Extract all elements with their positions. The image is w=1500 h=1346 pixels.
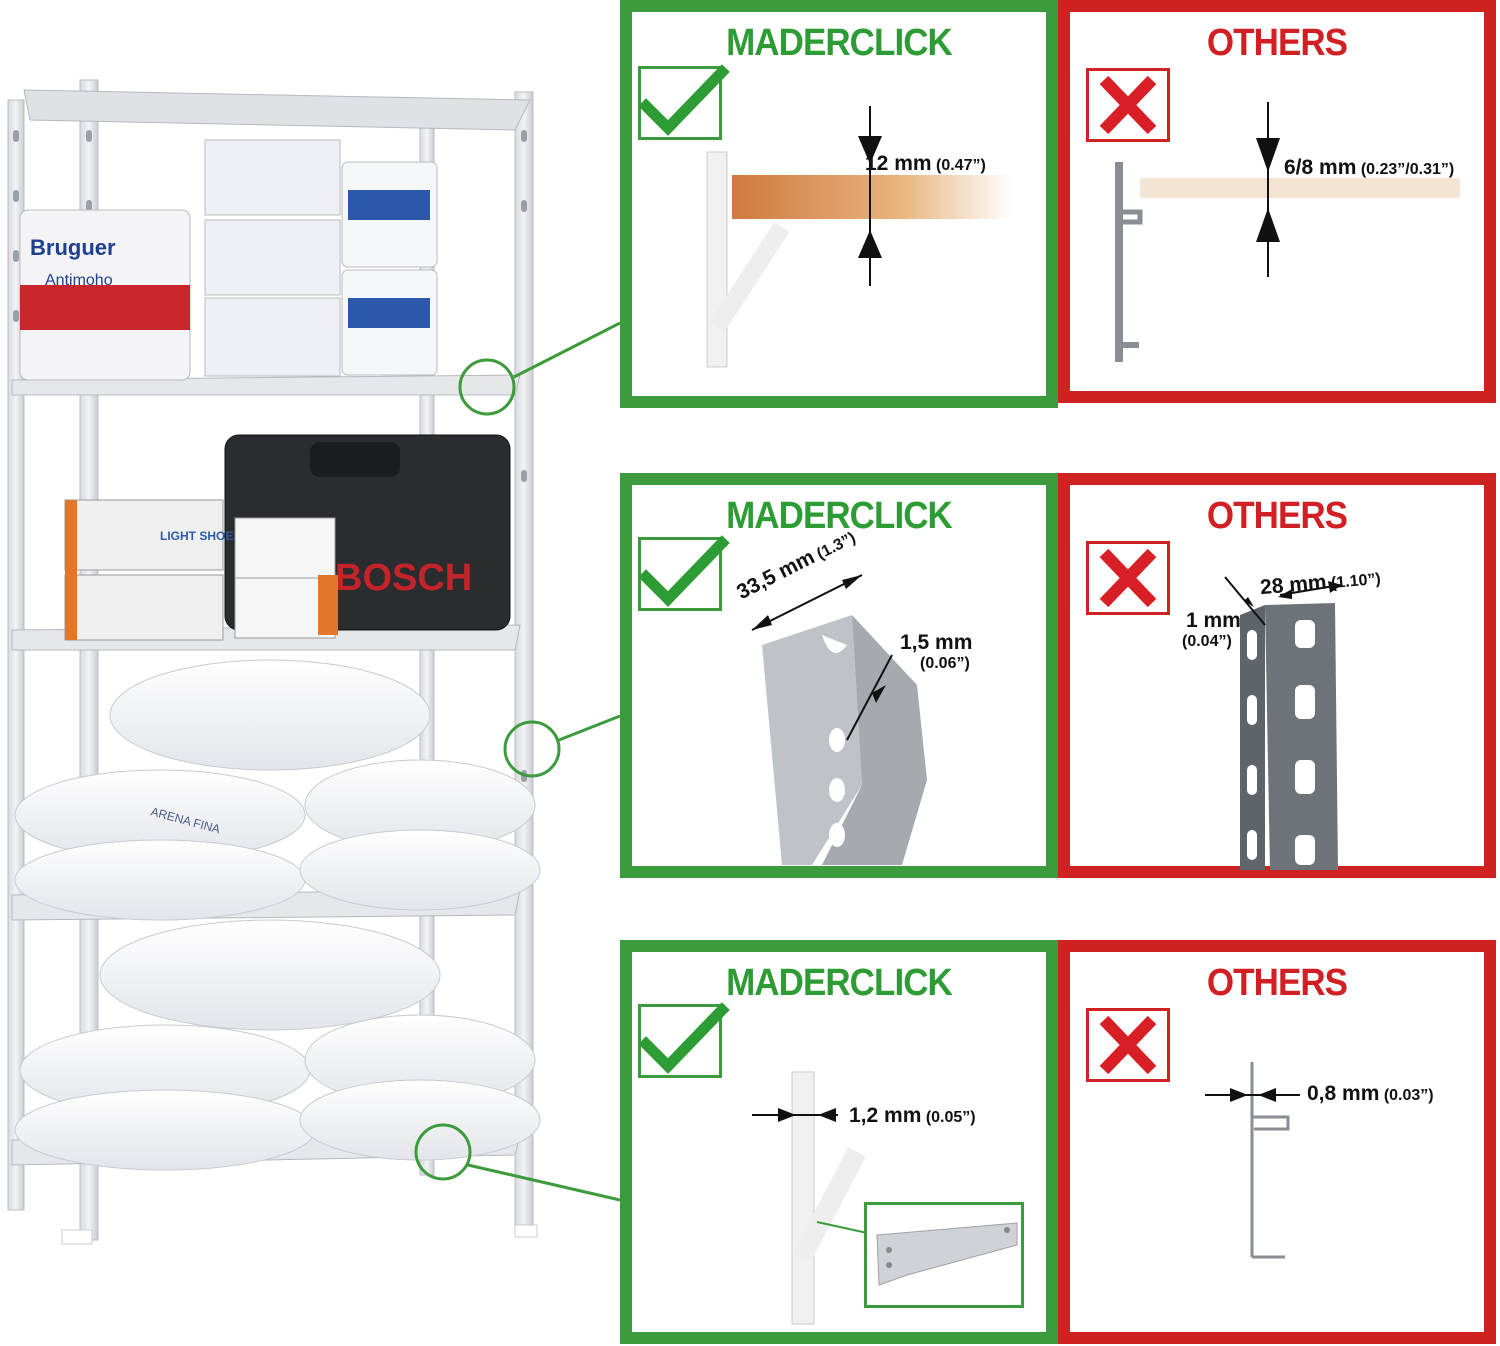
row2-maderclick-thickness-imperial: (0.06”) (920, 655, 970, 672)
row2-others-thickness-imperial: (0.04”) (1182, 633, 1232, 650)
bracket-detail-thumbnail (864, 1202, 1024, 1308)
row2-maderclick-thickness: 1,5 mm (0.06”) (900, 631, 972, 673)
row3-maderclick-measure: 1,2 mm (0.05”) (849, 1104, 976, 1128)
upright-thin-illustration (1224, 576, 1342, 870)
row3-others-heading: OTHERS (1206, 962, 1348, 1004)
row3-others-panel: OTHERS 0,8 mm (0.03”) (1058, 940, 1496, 1344)
row2-others-width-imperial: (1.10”) (1330, 570, 1382, 593)
paint-brand-text: Bruguer (30, 235, 116, 260)
bracket-detail-image (876, 1222, 1018, 1286)
cross-icon (1086, 541, 1170, 615)
row3-others-measure: 0,8 mm (0.03”) (1307, 1082, 1434, 1106)
box-label-text: LIGHT SHOES (160, 529, 241, 543)
row3-others-value: 0,8 mm (1307, 1082, 1380, 1105)
row1-others-imperial: (0.23”/0.31”) (1360, 161, 1455, 178)
row2-others-heading: OTHERS (1206, 495, 1348, 537)
shelving-unit-photo: Bruguer Antimoho BOSCH LIGHT SHOES ARENA… (7, 79, 541, 1245)
case-brand-text: BOSCH (335, 557, 472, 599)
callout-connectors (414, 321, 621, 1202)
row2-others-thickness: 1 mm (0.04”) (1182, 609, 1241, 651)
bracket-thick-illustration (752, 1071, 873, 1325)
row2-others-thickness-value: 1 mm (1186, 609, 1241, 632)
check-icon (638, 64, 730, 140)
callout-circle-shelf (458, 358, 516, 416)
row2-others-panel: OTHERS 28 mm (1.10”) 1 mm (0.04”) (1058, 473, 1496, 878)
cross-icon (1086, 1008, 1170, 1082)
row3-others-imperial: (0.03”) (1383, 1087, 1434, 1104)
row1-maderclick-imperial: (0.47”) (936, 157, 986, 174)
callout-circle-upright (503, 720, 561, 778)
shelf-thick-illustration (706, 106, 1012, 368)
row1-maderclick-value: 12 mm (865, 152, 932, 175)
row1-maderclick-panel: MADERCLICK 12 mm (0.47”) (620, 0, 1058, 408)
shelf-thin-illustration (1115, 102, 1460, 362)
row1-maderclick-heading: MADERCLICK (726, 22, 953, 64)
check-icon (638, 1002, 730, 1078)
row3-maderclick-heading: MADERCLICK (726, 962, 953, 1004)
row2-others-width-value: 28 mm (1259, 570, 1328, 600)
row2-maderclick-thickness-value: 1,5 mm (900, 631, 973, 654)
row1-others-heading: OTHERS (1206, 22, 1348, 64)
bracket-thin-illustration (1205, 1062, 1300, 1259)
row3-maderclick-imperial: (0.05”) (925, 1109, 976, 1126)
row3-maderclick-panel: MADERCLICK 1,2 mm (0.05”) (620, 940, 1058, 1344)
row3-maderclick-value: 1,2 mm (849, 1104, 922, 1127)
row1-others-measure: 6/8 mm (0.23”/0.31”) (1284, 156, 1454, 180)
row1-others-panel: OTHERS 6/8 mm (0.23”/0.31”) (1058, 0, 1496, 403)
cross-icon (1086, 68, 1170, 142)
row1-others-value: 6/8 mm (1284, 156, 1357, 179)
check-icon (638, 535, 730, 611)
upright-thick-illustration (751, 574, 927, 865)
row2-maderclick-heading: MADERCLICK (726, 495, 953, 537)
paint-product-text: Antimoho (45, 272, 113, 289)
callout-circle-bracket (414, 1123, 472, 1181)
row1-maderclick-measure: 12 mm (0.47”) (865, 152, 986, 176)
row2-maderclick-panel: MADERCLICK 33,5 mm (1.3”) 1,5 mm (0.06”) (620, 473, 1058, 878)
